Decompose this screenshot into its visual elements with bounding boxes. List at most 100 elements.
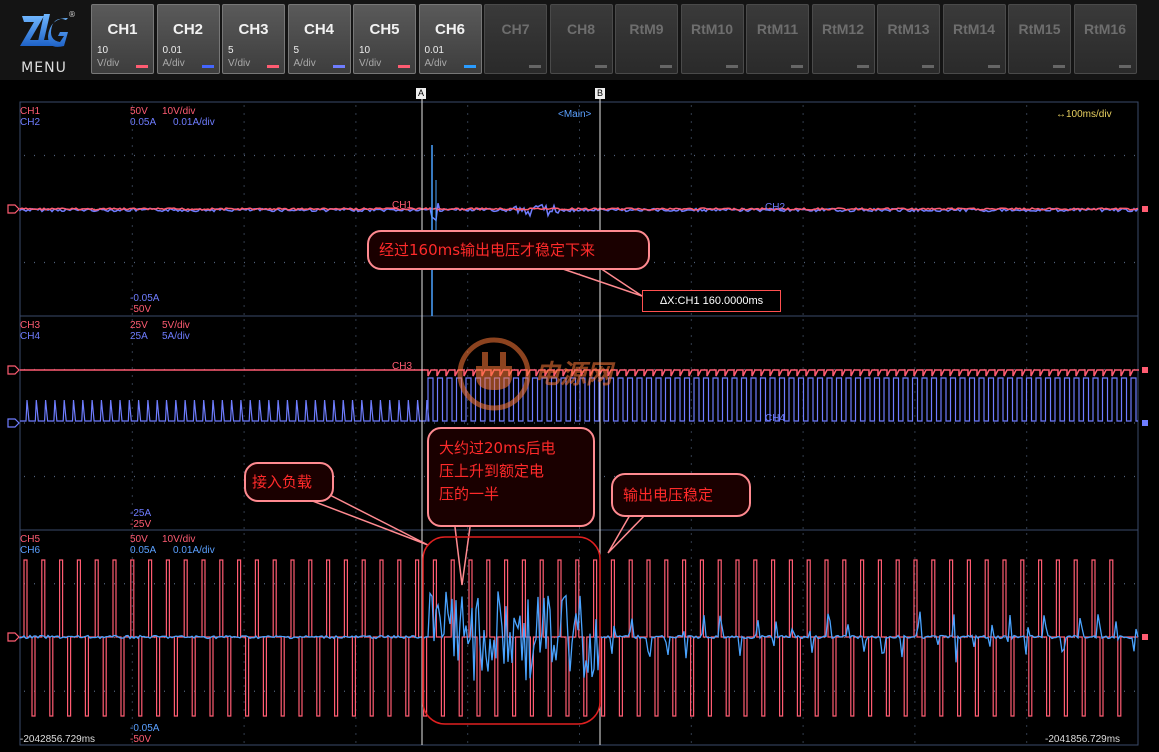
callout-pointer: [454, 526, 471, 586]
channel-tab-scale: 0.01: [424, 45, 444, 56]
waveform-traces: [19, 145, 1139, 717]
menu-label: MENU: [21, 60, 67, 76]
channel-tab-scale: 5: [293, 45, 300, 56]
transient-highlight-box: [422, 536, 601, 725]
callout-pointer: [607, 514, 646, 554]
channel-tab-name: RtM10: [690, 21, 733, 37]
pane2-ch-b-offset: 25A: [130, 331, 148, 342]
pane1-ch-b-offset: 0.05A: [130, 117, 157, 128]
annotation-text: 经过160ms输出电压才稳定下来: [379, 241, 596, 259]
channel-color-swatch: [1118, 65, 1131, 68]
pane2-ch-b-name: CH4: [20, 331, 41, 342]
pane1-trace-label-a: CH1: [392, 200, 413, 211]
cursor-b-handle[interactable]: B: [595, 88, 605, 99]
pane2-ch-b-scale: 5A/div: [162, 331, 190, 342]
pane1-ch-b-scale: 0.01A/div: [173, 117, 215, 128]
channel-tab-name: CH7: [501, 21, 530, 37]
timebase-scale[interactable]: ↔100ms/div: [1056, 109, 1112, 120]
channel-tab-unit: A/div: [424, 58, 447, 69]
channel-tab-rtm10[interactable]: RtM10: [680, 4, 744, 74]
delta-x-readout: ΔX:CH1 160.0000ms: [642, 290, 781, 312]
pane1-ch-a-offset: 50V: [130, 106, 148, 117]
ch6-trace: [19, 591, 1139, 681]
pane3-ch-b-name: CH6: [20, 545, 41, 556]
channel-tab-scale: 10: [97, 45, 109, 56]
channel-color-swatch: [201, 65, 214, 68]
channel-tab-name: RtM13: [887, 21, 930, 37]
pane1-ch-a-scale: 10V/div: [162, 106, 196, 117]
channel-tab-name: CH3: [238, 21, 269, 38]
channel-tab-name: CH1: [107, 21, 138, 38]
channel-color-swatch: [725, 65, 738, 68]
power-plug-icon: [457, 337, 531, 411]
channel-tab-name: RtM14: [952, 21, 995, 37]
watermark-logo: 电源网: [450, 334, 660, 414]
pane3-ch-a-name: CH5: [20, 534, 41, 545]
time-start: -2042856.729ms: [20, 734, 96, 745]
pane3-ch-a-scale: 10V/div: [162, 534, 196, 545]
channel-zero-marker: [7, 365, 20, 375]
channel-tab-name: CH4: [303, 21, 334, 38]
channel-right-marker: [1142, 420, 1148, 426]
pane1-bottom-a: -0.05A: [130, 293, 160, 304]
pane3-ch-b-offset: 0.05A: [130, 545, 157, 556]
channel-tab-name: RtM9: [629, 21, 664, 37]
channel-color-swatch: [1053, 65, 1065, 68]
ch1-trace: [19, 207, 1139, 212]
menu-button[interactable]: ® MENU: [4, 2, 84, 78]
pane2-bottom-b: -25V: [130, 519, 152, 530]
channel-tab-unit: A/div: [293, 58, 316, 69]
annotation-text-line1: 大约过20ms后电: [439, 439, 556, 457]
ch3-trace: [20, 369, 1139, 377]
annotation-stabilize-160ms: 经过160ms输出电压才稳定下来: [367, 230, 650, 270]
pane1-ch-b-name: CH2: [20, 117, 41, 128]
channel-tab-rtm14[interactable]: RtM14: [942, 4, 1006, 74]
channel-tab-rtm9[interactable]: RtM9: [615, 4, 678, 74]
channel-tab-scale: 0.01: [162, 45, 182, 56]
channel-tab-rtm11[interactable]: RtM11: [746, 4, 809, 74]
channel-color-swatch: [398, 65, 410, 68]
annotation-rise-20ms: 大约过20ms后电 压上升到额定电 压的一半: [427, 427, 595, 527]
cursor-a-handle[interactable]: A: [416, 88, 426, 99]
channel-color-swatch: [267, 65, 279, 68]
pane2-trace-label-a: CH3: [392, 361, 413, 372]
time-end: -2041856.729ms: [1045, 734, 1121, 745]
channel-right-marker: [1142, 367, 1148, 373]
channel-color-swatch: [136, 65, 148, 68]
channel-tab-name: CH5: [369, 21, 400, 38]
channel-tab-name: CH2: [172, 21, 203, 38]
channel-tab-unit: A/div: [162, 58, 185, 69]
pane3-bottom-a: -0.05A: [130, 723, 160, 734]
channel-tab-scale: 10: [359, 45, 371, 56]
zlg-logo-icon: [20, 14, 68, 47]
callout-pointer: [559, 267, 643, 297]
channel-color-swatch: [529, 65, 541, 68]
channel-right-marker: [1142, 206, 1148, 212]
pane2-bottom-a: -25A: [130, 508, 152, 519]
channel-markers: [7, 204, 1148, 642]
channel-tab-rtm16[interactable]: RtM16: [1073, 4, 1137, 74]
graticule: [19, 101, 1139, 746]
channel-color-swatch: [987, 65, 1000, 68]
channel-tab-rtm15[interactable]: RtM15: [1008, 4, 1071, 74]
channel-tab-ch8[interactable]: CH8: [549, 4, 613, 74]
annotation-text: 输出电压稳定: [623, 486, 714, 504]
annotation-text-line3: 压的一半: [439, 485, 500, 503]
channel-tab-rtm12[interactable]: RtM12: [811, 4, 875, 74]
annotation-load-connected: 接入负载: [244, 462, 334, 502]
channel-tab-ch7[interactable]: CH7: [484, 4, 547, 74]
channel-color-swatch: [463, 65, 476, 68]
channel-tab-unit: V/div: [359, 58, 382, 69]
annotation-output-stable: 输出电压稳定: [611, 473, 751, 517]
channel-tab-rtm13[interactable]: RtM13: [877, 4, 940, 74]
channel-color-swatch: [856, 65, 869, 68]
channel-color-swatch: [332, 65, 345, 68]
pane2-ch-a-offset: 25V: [130, 320, 148, 331]
